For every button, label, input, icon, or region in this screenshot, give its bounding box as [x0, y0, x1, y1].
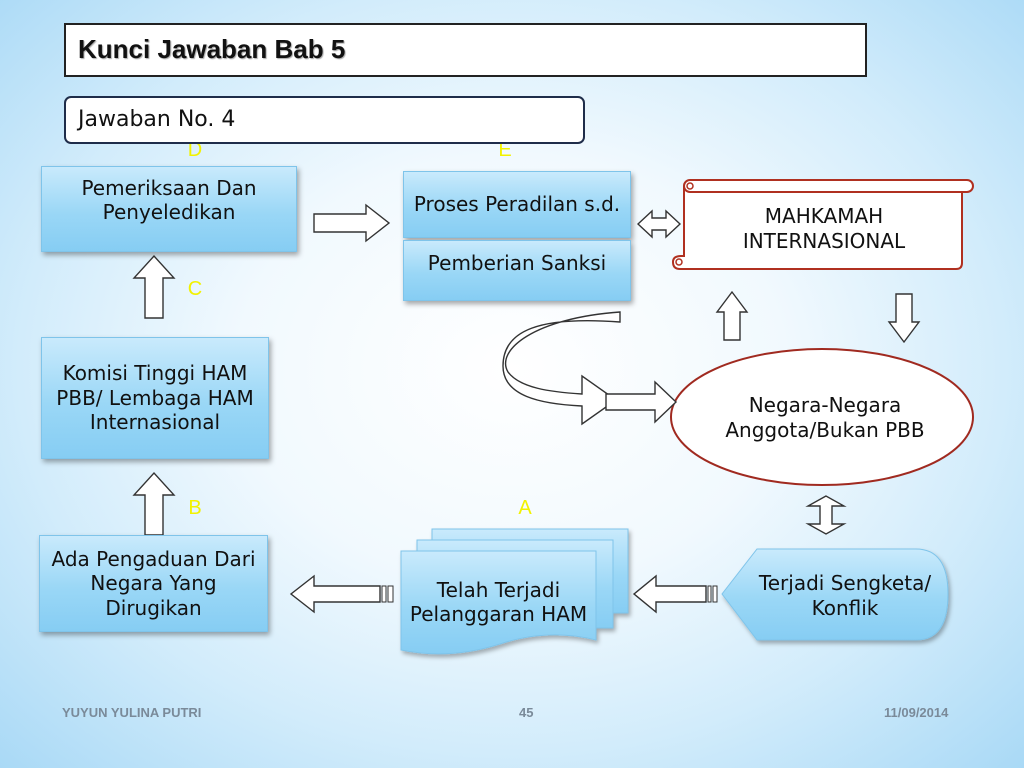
arrow-left-pengaduan — [289, 574, 394, 614]
label-e: E — [498, 139, 512, 161]
arrow-left-a — [632, 574, 718, 614]
arrow-up-b — [132, 471, 176, 536]
node-proses-peradilan: Proses Peradilan s.d. — [403, 171, 631, 238]
slide-title: Kunci Jawaban Bab 5 — [64, 23, 867, 77]
oval-shape — [670, 348, 974, 486]
arrow-to-negara — [605, 380, 678, 424]
tag-shape — [721, 548, 949, 641]
scroll-shape — [671, 179, 974, 270]
document-stack-shape — [400, 528, 629, 655]
arrow-right-d — [313, 203, 391, 243]
node-komisi-ham: Komisi Tinggi HAM PBB/ Lembaga HAM Inter… — [41, 337, 269, 459]
arrow-double-e — [636, 209, 682, 239]
label-c: C — [187, 278, 203, 300]
node-mahkamah-internasional: MAHKAMAH INTERNASIONAL — [742, 204, 906, 253]
arrow-down-negara — [887, 293, 921, 344]
arrow-up-c — [132, 254, 176, 319]
label-a: A — [518, 497, 532, 519]
node-pelanggaran-ham: Telah Terjadi Pelanggaran HAM — [409, 577, 588, 626]
node-pengaduan: Ada Pengaduan Dari Negara Yang Dirugikan — [39, 535, 268, 632]
label-d: D — [187, 139, 203, 161]
slide-subtitle: Jawaban No. 4 — [64, 96, 585, 144]
label-b: B — [188, 497, 202, 519]
node-pemberian-sanksi: Pemberian Sanksi — [403, 240, 631, 301]
footer-author: YUYUN YULINA PUTRI — [62, 705, 202, 720]
node-pemeriksaan: Pemeriksaan Dan Penyeledikan — [41, 166, 297, 252]
curved-arrow — [502, 311, 621, 426]
arrow-double-vertical — [805, 495, 847, 535]
footer-date: 11/09/2014 — [884, 705, 949, 720]
arrow-up-mahkamah — [715, 290, 749, 341]
node-negara-negara: Negara-Negara Anggota/Bukan PBB — [725, 393, 925, 442]
footer-page-number: 45 — [519, 705, 534, 720]
node-sengketa: Terjadi Sengketa/ Konflik — [758, 571, 932, 620]
